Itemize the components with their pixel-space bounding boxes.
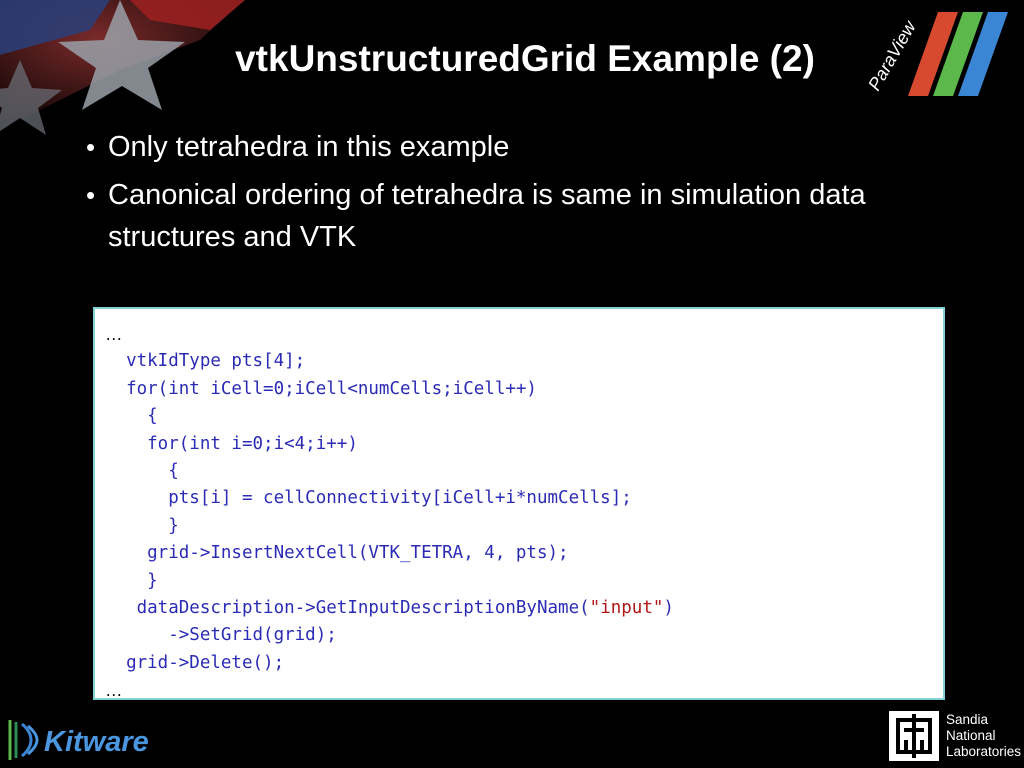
code-line: dataDescription->GetInputDescriptionByNa… (105, 595, 943, 622)
bullet-item: • Canonical ordering of tetrahedra is sa… (86, 174, 946, 258)
sandia-logo: Sandia National Laboratories (888, 708, 1024, 766)
code-line: grid->InsertNextCell(VTK_TETRA, 4, pts); (105, 540, 943, 567)
code-token: { (105, 460, 179, 481)
bullet-text: Only tetrahedra in this example (108, 131, 510, 163)
sandia-logo-line: Sandia (946, 712, 989, 727)
bullet-item: • Only tetrahedra in this example (86, 126, 946, 168)
code-line: { (105, 458, 943, 485)
code-line: } (105, 513, 943, 540)
kitware-logo-text: Kitware (44, 726, 149, 758)
code-line: { (105, 403, 943, 430)
code-line: grid->Delete(); (105, 650, 943, 677)
sandia-logo-line: Laboratories (946, 744, 1022, 759)
kitware-k-icon (8, 720, 39, 760)
code-token: grid->Delete(); (105, 652, 285, 673)
code-token: for(int iCell=0;iCell<numCells;iCell++) (105, 378, 537, 399)
star-flag-decoration (0, 0, 245, 135)
code-token: ->SetGrid(grid); (105, 625, 337, 646)
code-token: } (105, 515, 179, 536)
code-string: "input" (589, 597, 664, 618)
code-token: } (105, 570, 158, 591)
kitware-logo: Kitware (6, 716, 176, 766)
code-line: pts[i] = cellConnectivity[iCell+i*numCel… (105, 485, 943, 512)
code-line: } (105, 568, 943, 595)
bullet-text: Canonical ordering of tetrahedra is same… (108, 179, 866, 253)
code-listing: … vtkIdType pts[4]; for(int iCell=0;iCel… (93, 307, 945, 700)
code-line: … (105, 324, 123, 344)
code-token: dataDescription->GetInputDescriptionByNa… (105, 597, 590, 618)
code-token: grid->InsertNextCell(VTK_TETRA, 4, pts); (105, 543, 569, 564)
paraview-logo-text: ParaView (864, 17, 920, 94)
sandia-logo-line: National (946, 728, 996, 743)
code-token: { (105, 406, 158, 427)
bullet-list: • Only tetrahedra in this example • Cano… (86, 126, 946, 264)
code-line: vtkIdType pts[4]; (105, 348, 943, 375)
sandia-thunderbird-icon (889, 711, 939, 761)
code-line: … (105, 680, 123, 701)
bullet-symbol: • (86, 132, 96, 162)
code-token: pts[i] = cellConnectivity[iCell+i*numCel… (105, 488, 632, 509)
code-token: ) (663, 597, 674, 618)
code-line: for(int iCell=0;iCell<numCells;iCell++) (105, 376, 943, 403)
paraview-logo: ParaView (864, 12, 1008, 96)
slide-title: vtkUnstructuredGrid Example (2) (235, 38, 815, 79)
code-line: for(int i=0;i<4;i++) (105, 431, 943, 458)
code-line: ->SetGrid(grid); (105, 622, 943, 649)
code-token: for(int i=0;i<4;i++) (105, 433, 358, 454)
bullet-symbol: • (86, 180, 96, 210)
code-token: vtkIdType pts[4]; (105, 351, 306, 372)
